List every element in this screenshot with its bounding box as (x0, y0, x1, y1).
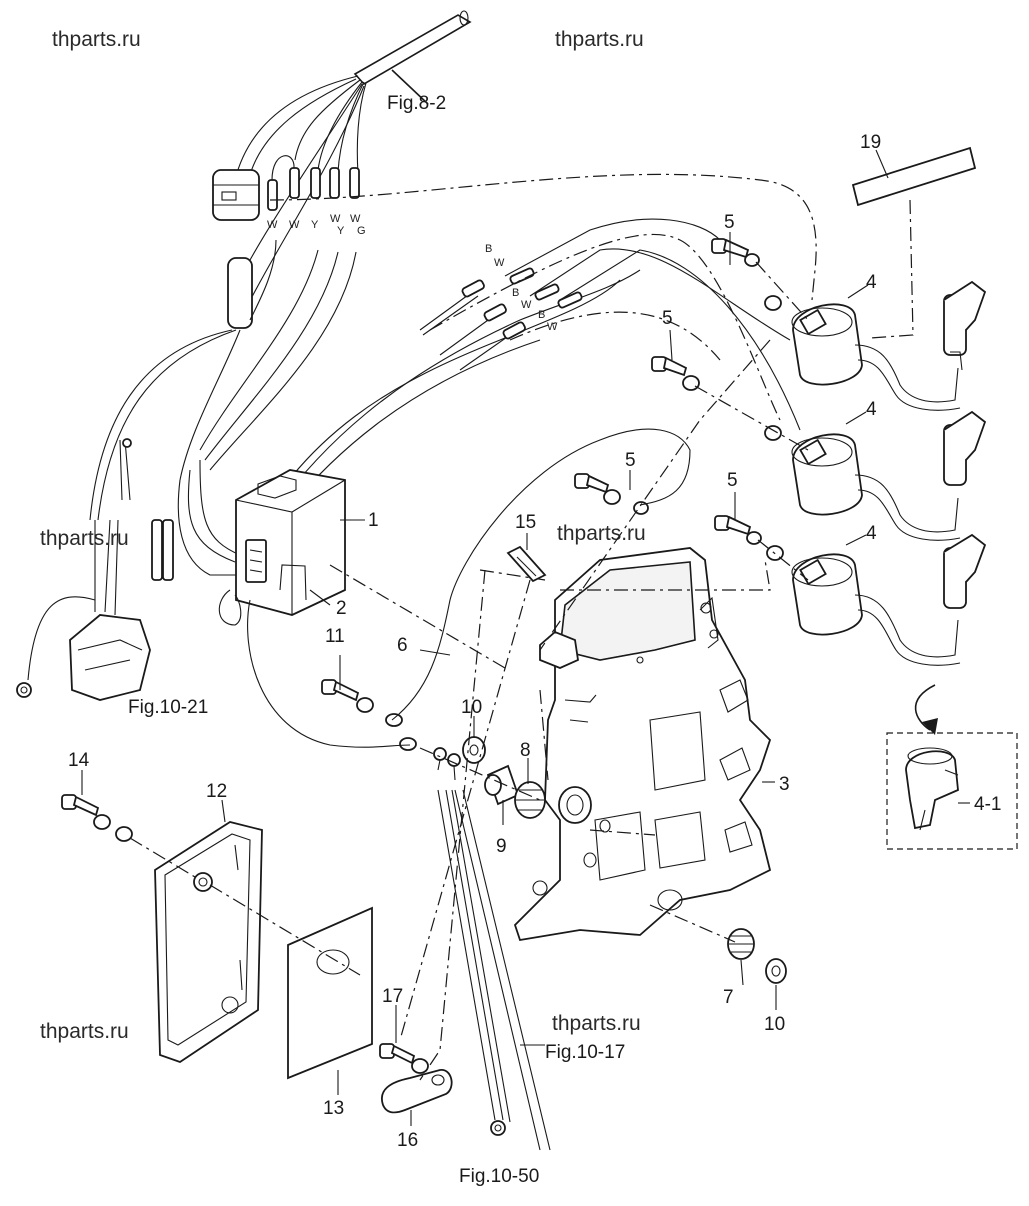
callout-17: 17 (382, 986, 403, 1007)
wire-harness-sheath (353, 10, 472, 105)
ignition-wires (419, 218, 801, 431)
clamp-16 (381, 1069, 453, 1114)
ground-terminals (433, 747, 551, 1151)
wire-color-w: W (350, 213, 361, 225)
bolt-11 (321, 679, 417, 751)
ignition-coil-3 (791, 533, 987, 666)
callout-4-1: 4-1 (974, 794, 1001, 815)
wire-color-w: W (547, 321, 558, 333)
bullet-connectors (267, 155, 360, 211)
wire-color-w: W (494, 257, 505, 269)
callout-5: 5 (727, 470, 738, 491)
callout-10: 10 (461, 697, 482, 718)
wire-color-y: Y (311, 219, 319, 231)
wire-color-w: W (330, 213, 341, 225)
callout-5: 5 (625, 450, 636, 471)
fig-ref-8-2: Fig.8-2 (387, 93, 446, 114)
watermark: thparts.ru (52, 28, 141, 51)
cdi-unit (235, 469, 346, 616)
ignition-coil-1 (791, 280, 987, 411)
cdi-cover (154, 821, 263, 1063)
wire-color-w: W (267, 219, 278, 231)
callout-3: 3 (779, 774, 790, 795)
callout-9: 9 (496, 836, 507, 857)
callout-12: 12 (206, 781, 227, 802)
wire-color-w: W (289, 219, 300, 231)
callout-11: 11 (325, 626, 345, 647)
ignition-coil-2 (791, 410, 987, 541)
callout-4: 4 (866, 523, 877, 544)
label-plate (851, 146, 977, 207)
detail-arrow (914, 684, 936, 731)
wire-color-w: W (521, 299, 532, 311)
wire-color-g: G (357, 225, 366, 237)
bolt-5-a (711, 238, 809, 321)
collar-9 (484, 764, 520, 806)
watermark: thparts.ru (552, 1012, 641, 1035)
callout-8: 8 (520, 740, 531, 761)
wire-color-b: B (538, 309, 545, 321)
clip-15 (506, 545, 547, 583)
wire-color-b: B (485, 243, 492, 255)
watermark: thparts.ru (40, 527, 129, 550)
detail-arrowhead (922, 718, 938, 735)
fig-ref-10-21: Fig.10-21 (128, 697, 208, 718)
callout-7: 7 (723, 987, 734, 1008)
dash-leaders (129, 173, 914, 1081)
grommet-8 (514, 781, 546, 819)
callout-6: 6 (397, 635, 408, 656)
callout-4: 4 (866, 399, 877, 420)
callout-13: 13 (323, 1098, 344, 1119)
wire-coupler (212, 169, 260, 221)
washer-10-b (765, 958, 787, 984)
fig-ref-10-17: Fig.10-17 (545, 1042, 625, 1063)
bolt-5-c (574, 473, 649, 515)
grommet-7 (727, 928, 755, 960)
washer-10-a (462, 736, 486, 764)
bolt-5-d (714, 515, 809, 581)
callout-4: 4 (866, 272, 877, 293)
rectifier-unit (16, 519, 151, 701)
callout-5: 5 (662, 308, 673, 329)
callout-15: 15 (515, 512, 536, 533)
wire-color-y: Y (337, 225, 345, 237)
bolt-5-b (651, 356, 809, 451)
watermark: thparts.ru (555, 28, 644, 51)
callout-19: 19 (860, 132, 881, 153)
fig-ref-10-50: Fig.10-50 (459, 1166, 539, 1187)
watermark: thparts.ru (40, 1020, 129, 1043)
callout-14: 14 (68, 750, 90, 771)
ground-wire-loop (218, 428, 691, 748)
callout-2: 2 (336, 598, 347, 619)
callout-5: 5 (724, 212, 735, 233)
callout-16: 16 (397, 1130, 418, 1151)
cdi-bracket (513, 547, 772, 942)
bolt-17 (379, 1043, 429, 1074)
plug-cap-detail-box (886, 732, 1018, 850)
insulation-sheet (287, 906, 373, 1080)
wire-color-b: B (512, 287, 519, 299)
bolt-14 (61, 794, 133, 842)
callout-1: 1 (368, 510, 379, 531)
watermark: thparts.ru (557, 522, 646, 545)
callout-10: 10 (764, 1014, 785, 1035)
callout-leaders (81, 149, 970, 1126)
harness-wires (229, 75, 367, 321)
